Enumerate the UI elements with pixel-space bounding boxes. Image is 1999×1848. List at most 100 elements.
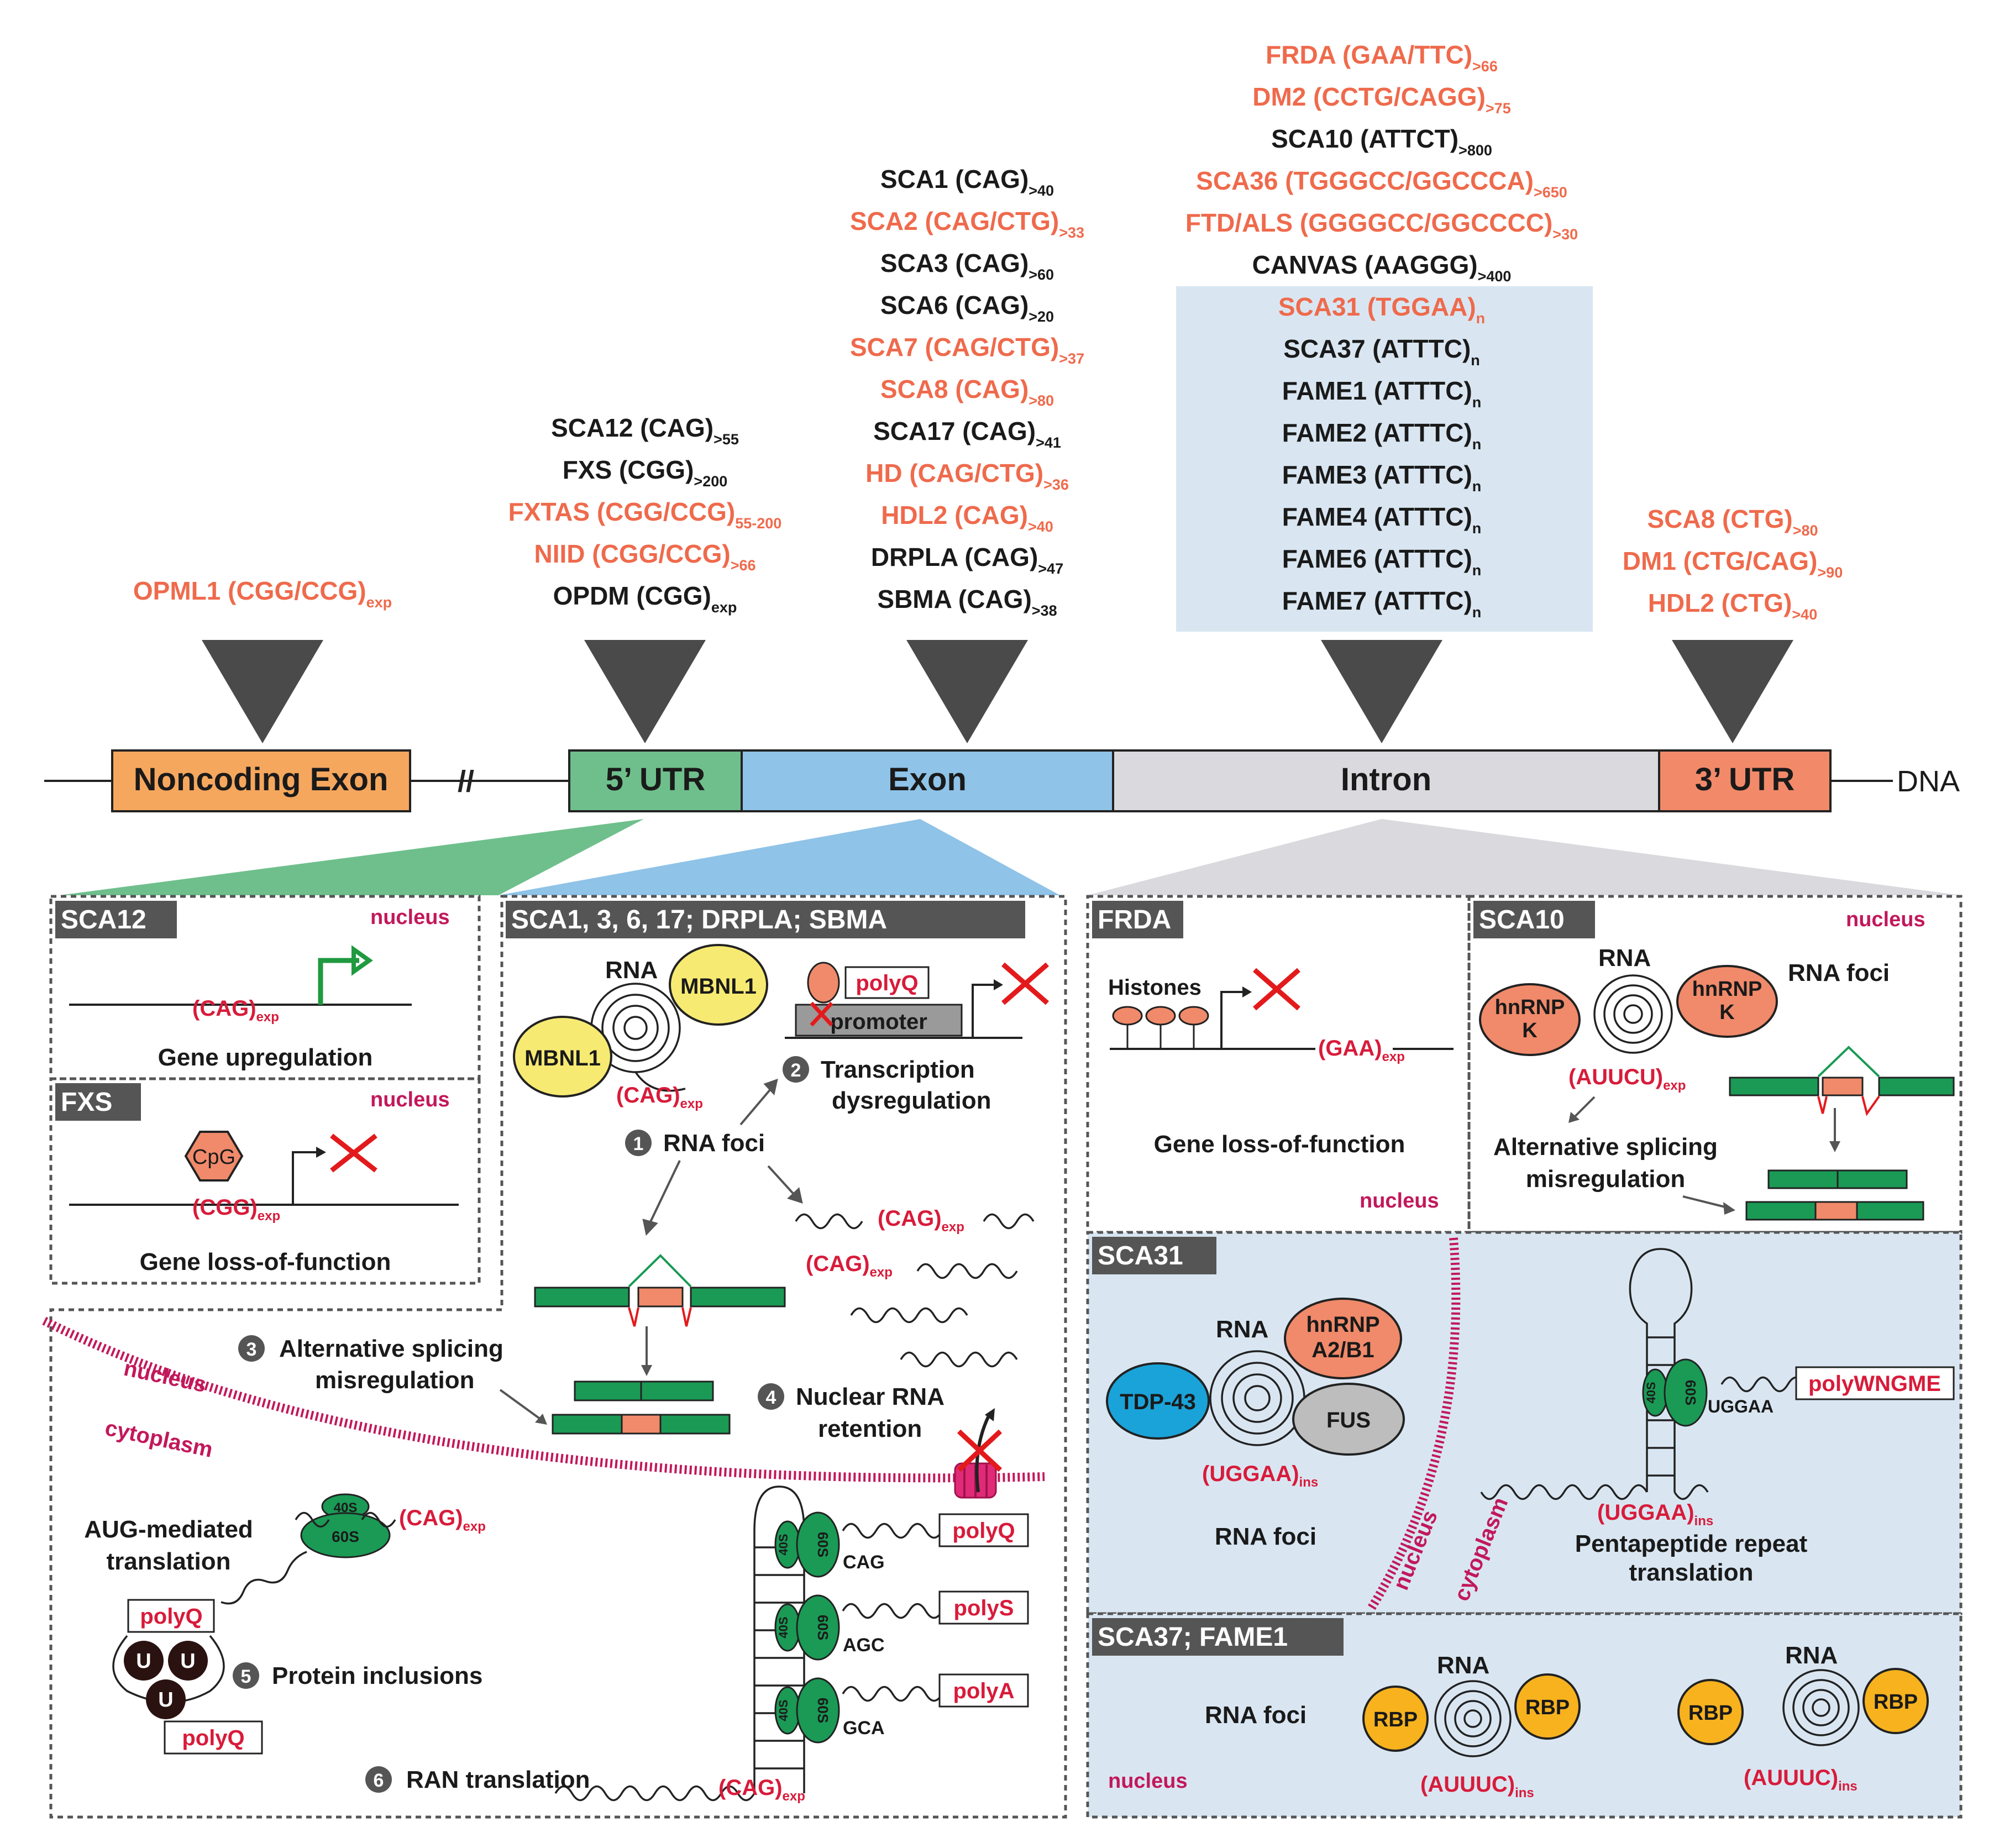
sca31-rna-foci-label: RNA foci	[1215, 1523, 1316, 1550]
fus-label: FUS	[1326, 1408, 1371, 1432]
rbp-2b	[1862, 1668, 1929, 1734]
hnrnp-a2b1-line2: A2/B1	[1311, 1338, 1374, 1362]
intron-disease-entry: CANVAS (AAGGG)>400	[1252, 250, 1512, 285]
exon-cross-icon	[1001, 962, 1049, 1005]
sca10-header: SCA10	[1479, 905, 1565, 935]
aug-mrna-icon	[295, 1511, 396, 1528]
sca31-nuclear-envelope	[1367, 1237, 1461, 1612]
frda-caption: Gene loss-of-function	[1154, 1131, 1405, 1158]
step6-number: 6	[374, 1770, 384, 1791]
exon-cytoplasm-label: cytoplasm	[103, 1416, 215, 1462]
step3-line2: misregulation	[315, 1367, 475, 1394]
ran-40s-label-3: 40S	[776, 1699, 790, 1721]
sca31-40s-label: 40S	[1644, 1382, 1658, 1403]
region-arrows	[202, 640, 1793, 743]
polywngme-label: polyWNGME	[1808, 1372, 1941, 1396]
sca31-60s-subunit	[1664, 1358, 1708, 1427]
gene-track: // Noncoding Exon 5’ UTR Exon Intron 3’ …	[44, 749, 1960, 812]
frda-header-bg	[1092, 901, 1183, 938]
frda-header: FRDA	[1098, 905, 1171, 935]
arrow-utr3	[1672, 640, 1793, 743]
step4-line1: Nuclear RNA	[796, 1383, 945, 1410]
step3-number: 3	[246, 1339, 257, 1360]
sca31-60s-label: 60S	[1682, 1380, 1699, 1405]
retention-cross-icon	[957, 1429, 1003, 1472]
rbp-2b-label: RBP	[1874, 1691, 1918, 1714]
sca31-repeat-translation: (UGGAA)ins	[1597, 1500, 1713, 1529]
arrow-noncoding	[202, 640, 323, 743]
promoter-cross-icon	[810, 1001, 833, 1027]
exon-disease-entry: HD (CAG/CTG)>36	[865, 459, 1069, 493]
rbp-1b	[1514, 1673, 1581, 1740]
sca31-header-bg	[1092, 1237, 1216, 1274]
step6-badge	[365, 1766, 392, 1793]
intron-disease-entry: SCA10 (ATTCT)>800	[1271, 124, 1492, 159]
intron-disease-entry: FAME4 (ATTTC)n	[1282, 502, 1482, 537]
utr5-expansion-wedge	[60, 819, 644, 895]
step5-label: Protein inclusions	[272, 1662, 482, 1689]
intron-disease-entry: FTD/ALS (GGGGCC/GGCCCC)>30	[1185, 208, 1578, 243]
step2-line1: Transcription	[821, 1056, 975, 1083]
utr3-segment	[1658, 749, 1832, 812]
ran-60s-label-3: 60S	[815, 1698, 831, 1723]
hnrnpk-left-line2: K	[1522, 1019, 1538, 1042]
mbnl1-protein-left	[513, 1016, 612, 1098]
frda-nucleus-label: nucleus	[1360, 1189, 1439, 1212]
sca31-caption-line1: Pentapeptide repeat	[1575, 1530, 1808, 1557]
fxs-cross-icon	[330, 1133, 377, 1173]
sca10-header-bg	[1473, 901, 1595, 938]
polyq-box-inclusion-bottom	[164, 1720, 263, 1755]
ran-60s-label-2: 60S	[815, 1615, 831, 1640]
utr5-disease-entry: NIID (CGG/CCG)>66	[534, 539, 755, 574]
hnrnpk-right-line1: hnRNP	[1692, 978, 1762, 1001]
ran-polys-box	[938, 1590, 1029, 1625]
ubiquitin-label-3: U	[158, 1688, 173, 1712]
polyq-label-inclusion-bottom: polyQ	[182, 1726, 244, 1750]
sca10-panel: SCA10 nucleus RNA RNA foci hnRNP K hnRNP…	[1467, 895, 1963, 1234]
ran-repeat: (CAG)exp	[718, 1776, 805, 1804]
utr5-segment	[568, 749, 743, 812]
intron-disease-entry: FAME6 (ATTTC)n	[1282, 544, 1482, 579]
mbnl1-label-left: MBNL1	[524, 1046, 601, 1070]
step5-badge	[233, 1662, 259, 1689]
intron-disease-entry: FAME2 (ATTTC)n	[1282, 418, 1482, 453]
sca31-panel: SCA31 RNA hnRNP A2/B1 TDP-43 FUS (UGGAA)…	[1086, 1231, 1963, 1615]
step1-number: 1	[633, 1133, 644, 1154]
arrow-intron	[1321, 640, 1442, 743]
intron-disease-entry: FRDA (GAA/TTC)>66	[1266, 40, 1498, 75]
sca37-nucleus-label: nucleus	[1108, 1770, 1188, 1793]
utr5-disease-entry: OPDM (CGG)exp	[553, 581, 737, 616]
intron-expansion-wedge	[1088, 819, 1961, 895]
step2-line2: dysregulation	[832, 1087, 991, 1114]
aug-60s-label: 60S	[332, 1528, 359, 1545]
exon-nucleus-label: nucleus	[122, 1356, 208, 1397]
step5-number: 5	[241, 1666, 251, 1687]
sca37-rna-foci-label: RNA foci	[1205, 1702, 1307, 1729]
ran-polys-label: polyS	[954, 1596, 1014, 1620]
exon-label: Exon	[888, 762, 967, 797]
sca10-rna-coil-icon	[1593, 974, 1673, 1054]
step2-number: 2	[791, 1060, 801, 1081]
histone-icons	[1112, 1006, 1209, 1049]
exon-disease-entry: SCA17 (CAG)>41	[873, 417, 1061, 451]
mbnl1-protein-top	[669, 944, 768, 1026]
cag-transcript-1: (CAG)exp	[878, 1206, 964, 1235]
rbp-1a-label: RBP	[1373, 1708, 1418, 1731]
aug-nascent-chain	[221, 1551, 307, 1605]
sca31-repeat-foci: (UGGAA)ins	[1202, 1462, 1318, 1490]
exon-disease-entry: HDL2 (CAG)>40	[881, 501, 1053, 535]
frda-tss-arrow-icon	[1220, 991, 1244, 1049]
sca12-caption: Gene upregulation	[158, 1044, 373, 1071]
sca12-nucleus-label: nucleus	[370, 906, 450, 929]
arrow-utr5	[584, 640, 706, 743]
sca10-caption-line1: Alternative splicing	[1493, 1133, 1718, 1161]
fxs-tss-arrow-icon	[292, 1151, 318, 1205]
fxs-header: FXS	[61, 1088, 112, 1117]
polyq-label-inclusion-top: polyQ	[140, 1604, 202, 1629]
intron-highlight-box	[1176, 286, 1593, 632]
sca37-repeat-1: (AUUUC)ins	[1420, 1772, 1534, 1800]
noncoding-disease-list: OPML1 (CGG/CCG)exp	[133, 576, 392, 611]
